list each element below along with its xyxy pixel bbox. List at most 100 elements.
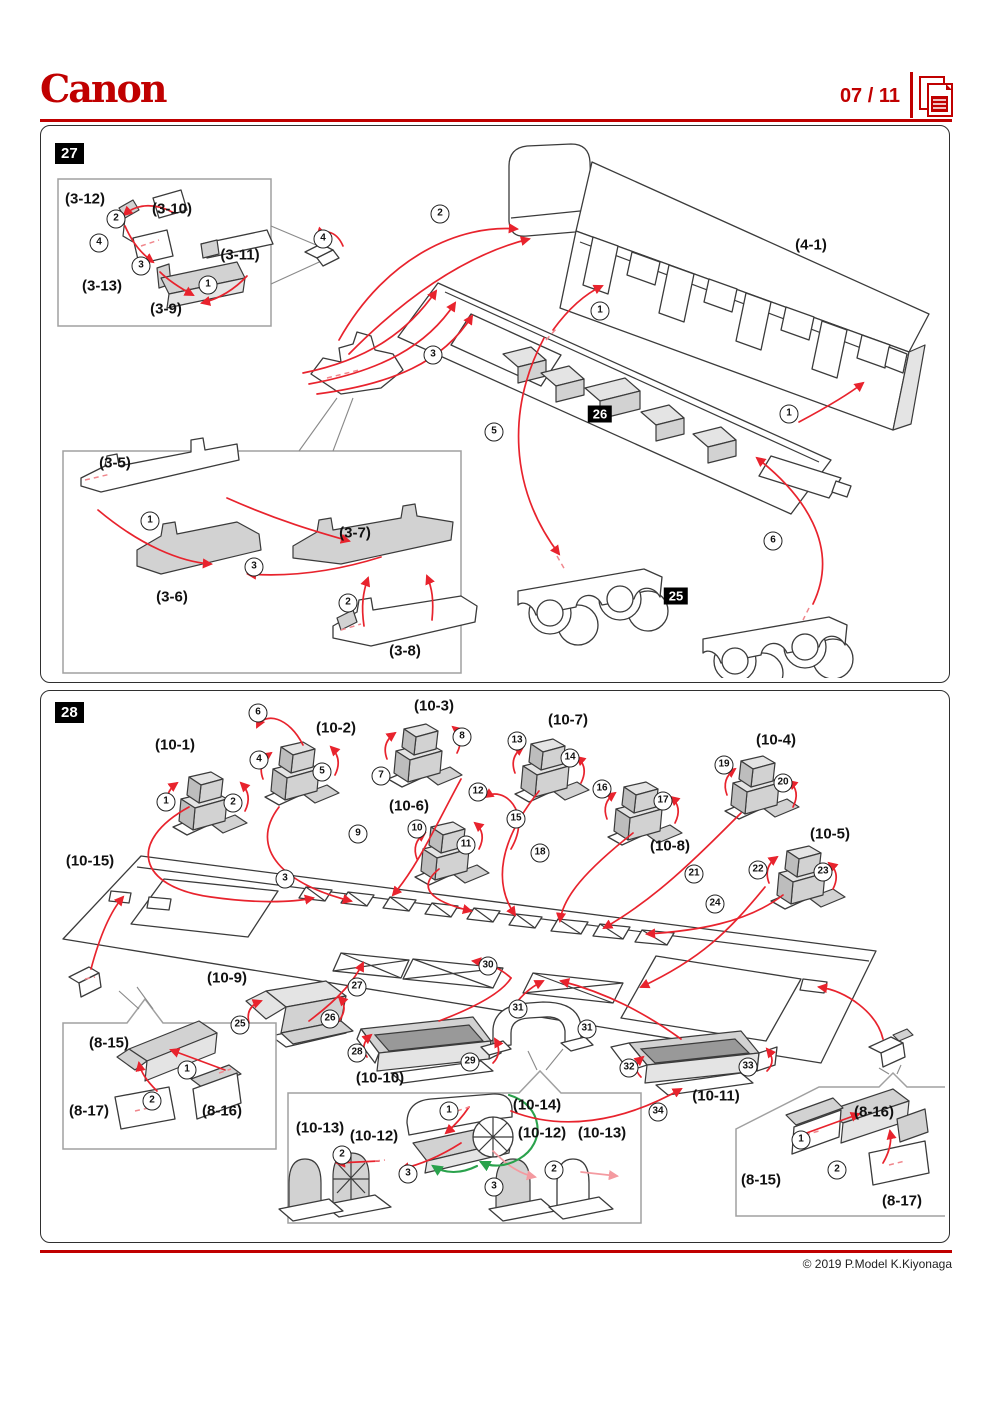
circled-number: 9	[348, 824, 368, 844]
circled-number: 26	[320, 1009, 340, 1029]
circled-number: 19	[714, 755, 734, 775]
circled-number: 1	[779, 404, 799, 424]
part-label-8-17-left: (8-17)	[68, 1102, 110, 1120]
circled-number: 1	[156, 792, 176, 812]
circled-number: 1	[198, 275, 218, 295]
part-label-3-7: (3-7)	[339, 524, 371, 542]
part-label-10-3: (10-3)	[413, 697, 455, 715]
part-label-10-8: (10-8)	[649, 837, 691, 855]
part-label-8-15-left: (8-15)	[88, 1034, 130, 1052]
circled-number: 4	[313, 229, 333, 249]
circled-number: 23	[813, 862, 833, 882]
circled-number: 2	[332, 1145, 352, 1165]
part-label-10-9: (10-9)	[206, 969, 248, 987]
circled-number: 4	[89, 233, 109, 253]
circled-number: 2	[544, 1160, 564, 1180]
circled-number: 1	[177, 1060, 197, 1080]
part-label-10-13-right: (10-13)	[577, 1124, 627, 1142]
circled-number: 5	[484, 422, 504, 442]
circled-number: 24	[705, 894, 725, 914]
circled-number: 2	[106, 209, 126, 229]
circled-number: 7	[371, 766, 391, 786]
part-label-3-10: (3-10)	[151, 200, 193, 218]
circled-number: 31	[577, 1019, 597, 1039]
circled-number: 20	[773, 773, 793, 793]
part-label-10-4: (10-4)	[755, 731, 797, 749]
part-label-3-8: (3-8)	[389, 642, 421, 660]
circled-number: 31	[508, 999, 528, 1019]
part-label-3-12: (3-12)	[64, 190, 106, 208]
header-rule	[40, 119, 952, 122]
circled-number: 12	[468, 782, 488, 802]
circled-number: 1	[140, 511, 160, 531]
circled-number: 2	[430, 204, 450, 224]
circled-number: 2	[142, 1091, 162, 1111]
circled-number: 3	[484, 1177, 504, 1197]
part-label-10-12-right: (10-12)	[517, 1124, 567, 1142]
part-label-10-14: (10-14)	[512, 1096, 562, 1114]
circled-number: 10	[407, 819, 427, 839]
circled-number: 17	[653, 791, 673, 811]
circled-number: 22	[748, 860, 768, 880]
part-label-8-16-right: (8-16)	[853, 1103, 895, 1121]
circled-number: 1	[439, 1101, 459, 1121]
footer-rule	[40, 1250, 952, 1253]
circled-number: 28	[347, 1043, 367, 1063]
step28-badge: 28	[55, 702, 84, 723]
circled-number: 4	[249, 750, 269, 770]
part-label-3-5: (3-5)	[99, 454, 131, 472]
part-label-10-13-left: (10-13)	[295, 1119, 345, 1137]
part-label-10-11: (10-11)	[692, 1087, 740, 1105]
part-label-8-16-left: (8-16)	[201, 1102, 243, 1120]
part-label-3-11: (3-11)	[220, 246, 260, 264]
circled-number: 1	[590, 301, 610, 321]
circled-number: 3	[244, 557, 264, 577]
part-label-10-6: (10-6)	[388, 797, 430, 815]
circled-number: 29	[460, 1052, 480, 1072]
part-label-8-15-right: (8-15)	[740, 1171, 782, 1189]
circled-number: 6	[763, 531, 783, 551]
circled-number: 6	[248, 703, 268, 723]
part25-chip: 25	[663, 587, 689, 605]
part-label-3-13: (3-13)	[81, 277, 123, 295]
circled-number: 3	[423, 345, 443, 365]
circled-number: 16	[592, 779, 612, 799]
circled-number: 11	[456, 835, 476, 855]
circled-number: 13	[507, 731, 527, 751]
part-label-3-6: (3-6)	[156, 588, 188, 606]
circled-number: 15	[506, 809, 526, 829]
page-indicator: 07 / 11	[839, 85, 900, 107]
part-label-4-1: (4-1)	[795, 236, 827, 254]
part-label-10-12-left: (10-12)	[349, 1127, 399, 1145]
circled-number: 14	[560, 748, 580, 768]
part-label-10-7: (10-7)	[547, 711, 589, 729]
circled-number: 18	[530, 843, 550, 863]
circled-number: 27	[347, 977, 367, 997]
part26-chip: 26	[587, 405, 613, 423]
circled-number: 32	[619, 1058, 639, 1078]
part-label-3-9: (3-9)	[150, 300, 182, 318]
circled-number: 2	[223, 793, 243, 813]
step27-badge: 27	[55, 143, 84, 164]
circled-number: 34	[648, 1102, 668, 1122]
pages-icon	[919, 76, 953, 117]
part-label-10-2: (10-2)	[315, 719, 357, 737]
circled-number: 3	[398, 1164, 418, 1184]
part-label-8-17-right: (8-17)	[881, 1192, 923, 1210]
step28-illustration	[62, 717, 945, 1224]
copyright-text: © 2019 P.Model K.Kiyonaga	[802, 1257, 952, 1271]
circled-number: 33	[738, 1057, 758, 1077]
circled-number: 21	[684, 864, 704, 884]
circled-number: 5	[312, 762, 332, 782]
circled-number: 3	[131, 256, 151, 276]
canon-logo: Canon	[40, 66, 167, 111]
circled-number: 1	[791, 1130, 811, 1150]
part-label-10-1: (10-1)	[154, 736, 196, 754]
part-label-10-5: (10-5)	[809, 825, 851, 843]
circled-number: 2	[827, 1160, 847, 1180]
circled-number: 3	[275, 869, 295, 889]
part-label-10-15: (10-15)	[65, 852, 115, 870]
circled-number: 8	[452, 727, 472, 747]
part-label-10-10: (10-10)	[355, 1069, 405, 1087]
